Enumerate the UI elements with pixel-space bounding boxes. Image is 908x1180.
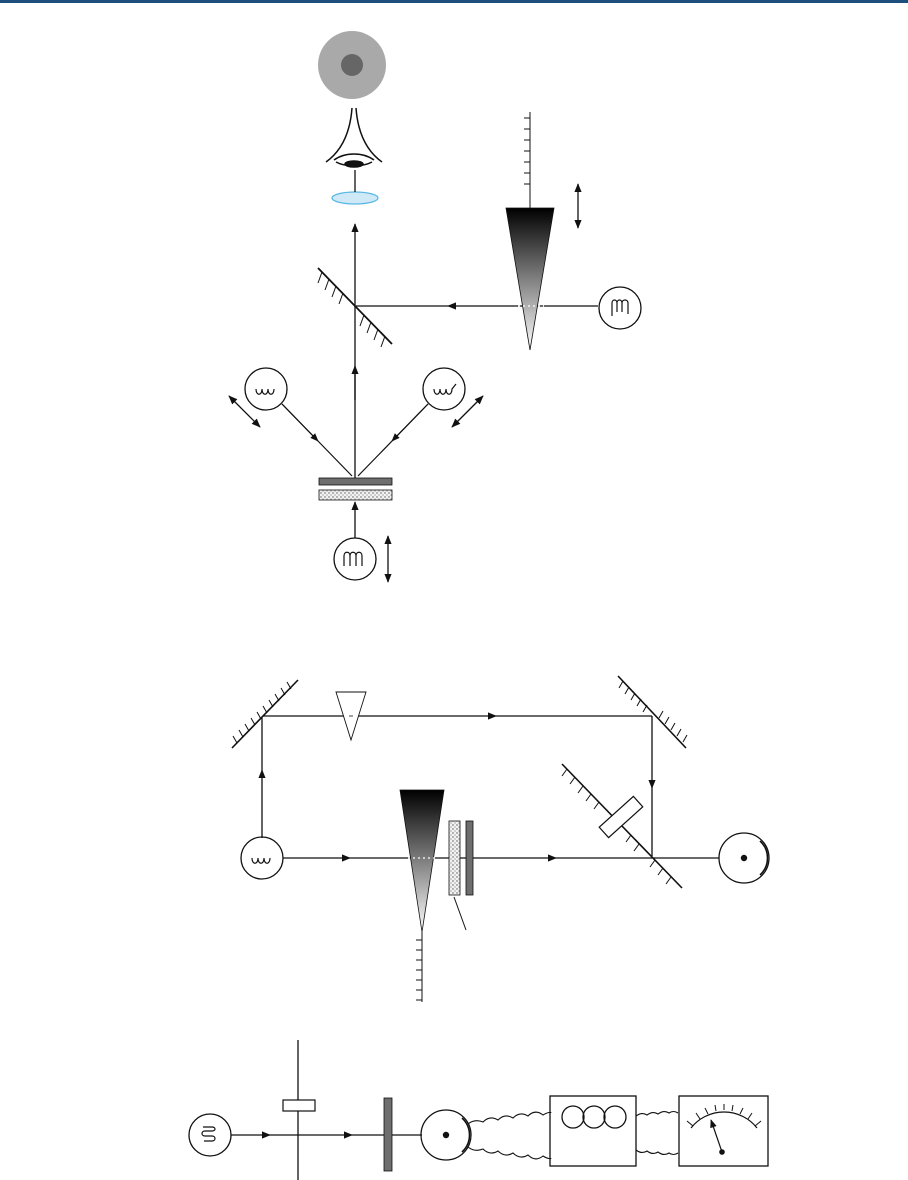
lamp-filament-icon xyxy=(423,368,465,410)
lamp-filament-icon xyxy=(241,837,283,879)
slit-plate xyxy=(283,1100,315,1111)
filter-plate xyxy=(319,478,392,485)
diffuser-plate xyxy=(319,490,392,500)
dual-beam-photoelectric-setup xyxy=(232,676,769,1002)
right-lamp-move-arrow xyxy=(452,396,483,427)
lamp-filament-icon xyxy=(599,287,641,329)
amplifier-icon xyxy=(550,1096,636,1166)
single-beam-photoelectric-setup xyxy=(189,1040,768,1180)
lamp-filament-icon xyxy=(334,538,376,580)
photocell-icon xyxy=(421,1110,471,1160)
wedge-scale xyxy=(416,932,422,1002)
diffuser-plate xyxy=(449,821,460,895)
filter-plate xyxy=(384,1098,392,1171)
chopper-plate xyxy=(599,796,643,837)
galvanometer-icon xyxy=(679,1096,768,1166)
cable-lower-2 xyxy=(636,1150,678,1155)
gray-wedge-icon xyxy=(506,208,554,350)
visual-comparison-setup xyxy=(229,31,641,582)
sample-pointer-line xyxy=(454,897,466,930)
left-lamp-move-arrow xyxy=(229,396,260,427)
beam-left-arrow xyxy=(282,404,318,441)
viewing-field-icon xyxy=(318,31,386,99)
cable-lower xyxy=(468,1147,551,1159)
cable-upper-2 xyxy=(636,1112,678,1117)
eye-icon xyxy=(326,108,382,167)
photocell-icon xyxy=(719,833,769,883)
eyepiece-lens xyxy=(332,192,378,204)
gray-wedge-icon xyxy=(400,790,444,932)
cable-upper xyxy=(468,1112,551,1124)
lamp-filament-icon xyxy=(245,368,287,410)
wedge-scale xyxy=(524,112,530,208)
filter-plate xyxy=(466,821,473,895)
hatched-mirror-icon xyxy=(232,680,298,748)
beam-right-arrow xyxy=(392,404,428,441)
lamp-filament-icon xyxy=(189,1114,231,1156)
